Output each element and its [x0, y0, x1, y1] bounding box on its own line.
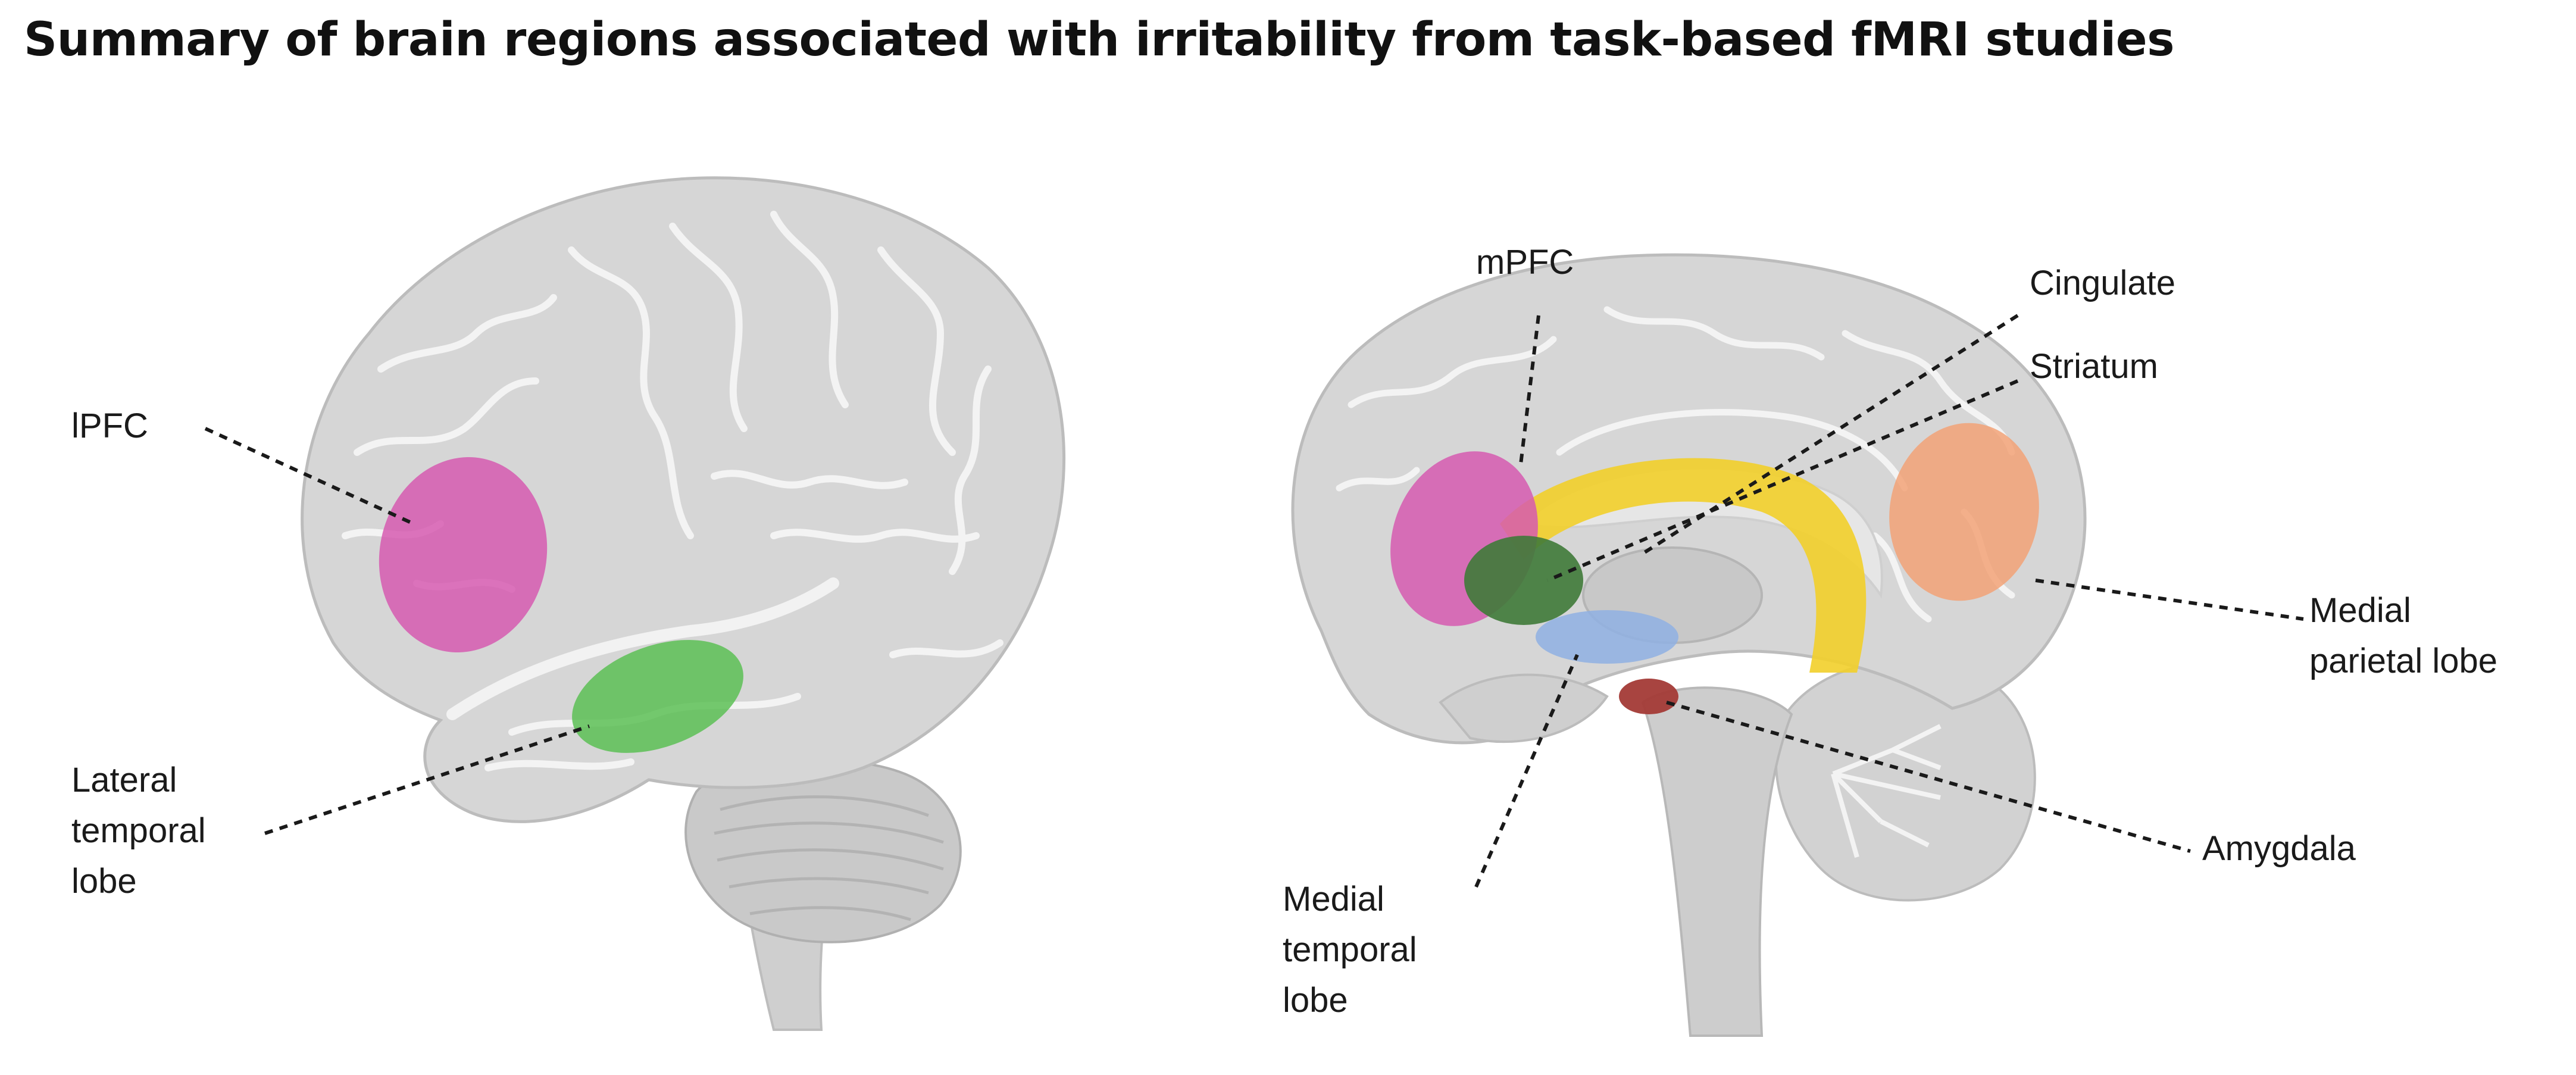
medial-brain [1291, 253, 2087, 1037]
cingulate-label: Cingulate [2030, 264, 2175, 302]
lateral-temporal-leader-line [264, 724, 590, 835]
medial-temporal-leader-line [1474, 654, 1579, 888]
cerebellum-folds [714, 795, 944, 921]
lateral-temporal-region [572, 640, 743, 753]
lpfc-region [379, 457, 548, 652]
striatum-leader-line [1546, 379, 2019, 582]
striatum-label: Striatum [2030, 347, 2158, 386]
lateral-brain [301, 176, 1065, 1031]
arbor-vitae [1831, 724, 1942, 858]
amygdala-label: Amygdala [2202, 829, 2356, 868]
medial-temporal-lobe-shape [1439, 673, 1609, 743]
mpfc-leader-line [1519, 315, 1540, 465]
amygdala-leader-line [1666, 701, 2191, 853]
cingulate-leader-line [1642, 314, 2019, 555]
lpfc-leader-line [204, 427, 415, 526]
striatum-region [1464, 536, 1583, 625]
figure-title: Summary of brain regions associated with… [24, 13, 2175, 67]
medial-temporal-label: Medial temporal lobe [1283, 880, 1427, 1020]
yellow-cingulate-band [1500, 458, 1867, 673]
medial-parietal-label: Medial parietal lobe [2309, 591, 2497, 680]
amygdala-region [1619, 679, 1678, 714]
lateral-sylvian-fissure [446, 577, 839, 720]
blue-medial-temporal-region [1536, 610, 1678, 664]
orange-parietal-region [1889, 423, 2039, 601]
medial-cerebellum [1774, 658, 2036, 902]
lateral-cerebrum [301, 176, 1065, 823]
lateral-temporal-label: Lateral temporal lobe [71, 761, 215, 901]
lpfc-label: lPFC [71, 407, 148, 445]
medial-brainstem [1641, 686, 1793, 1037]
mpfc-label: mPFC [1476, 243, 1574, 282]
